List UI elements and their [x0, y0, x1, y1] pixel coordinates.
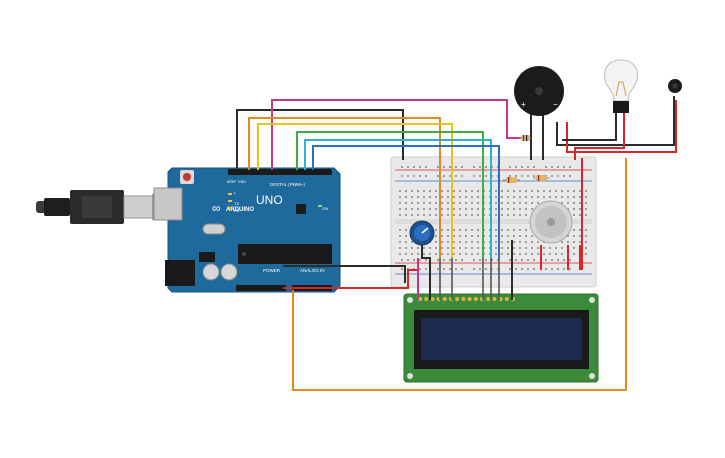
vibration-motor[interactable] [668, 79, 682, 93]
l-led-label: L [234, 190, 237, 195]
aref-label: AREF [227, 180, 236, 184]
potentiometer[interactable] [409, 220, 435, 246]
gas-sensor[interactable] [529, 200, 573, 244]
gnd-label: GND [238, 180, 246, 184]
tx-led-label: TX [234, 201, 239, 206]
buzzer-plus-label: + [521, 100, 526, 109]
svg-text:∞: ∞ [212, 201, 221, 215]
lcd-16x2[interactable] [403, 293, 599, 383]
buzzer-minus-label: − [553, 100, 558, 109]
reset-button[interactable] [183, 173, 191, 181]
arduino-brand-label: ARDUINO [226, 207, 254, 213]
resistor[interactable] [519, 135, 531, 141]
usb-cable[interactable] [36, 190, 170, 224]
lcd-pin-header [418, 297, 515, 301]
resistor[interactable] [533, 175, 550, 181]
rx-led-label: RX [234, 208, 240, 213]
digital-header-label: DIGITAL (PWM~) [270, 182, 305, 187]
power-header-label: POWER [263, 268, 281, 273]
on-led-label: ON [322, 206, 328, 211]
analog-header-label: ANALOG IN [300, 268, 325, 273]
lcd-screen [421, 318, 582, 360]
arduino-uno[interactable]: ∞ ARDUINO UNO DIGITAL (PWM~) POWER ANALO… [153, 167, 341, 293]
resistor[interactable] [503, 177, 520, 183]
piezo-buzzer[interactable]: + − [514, 66, 564, 116]
arduino-model-label: UNO [256, 193, 283, 207]
breadboard[interactable] [390, 156, 597, 288]
wires [236, 96, 677, 391]
light-bulb[interactable] [604, 59, 638, 122]
